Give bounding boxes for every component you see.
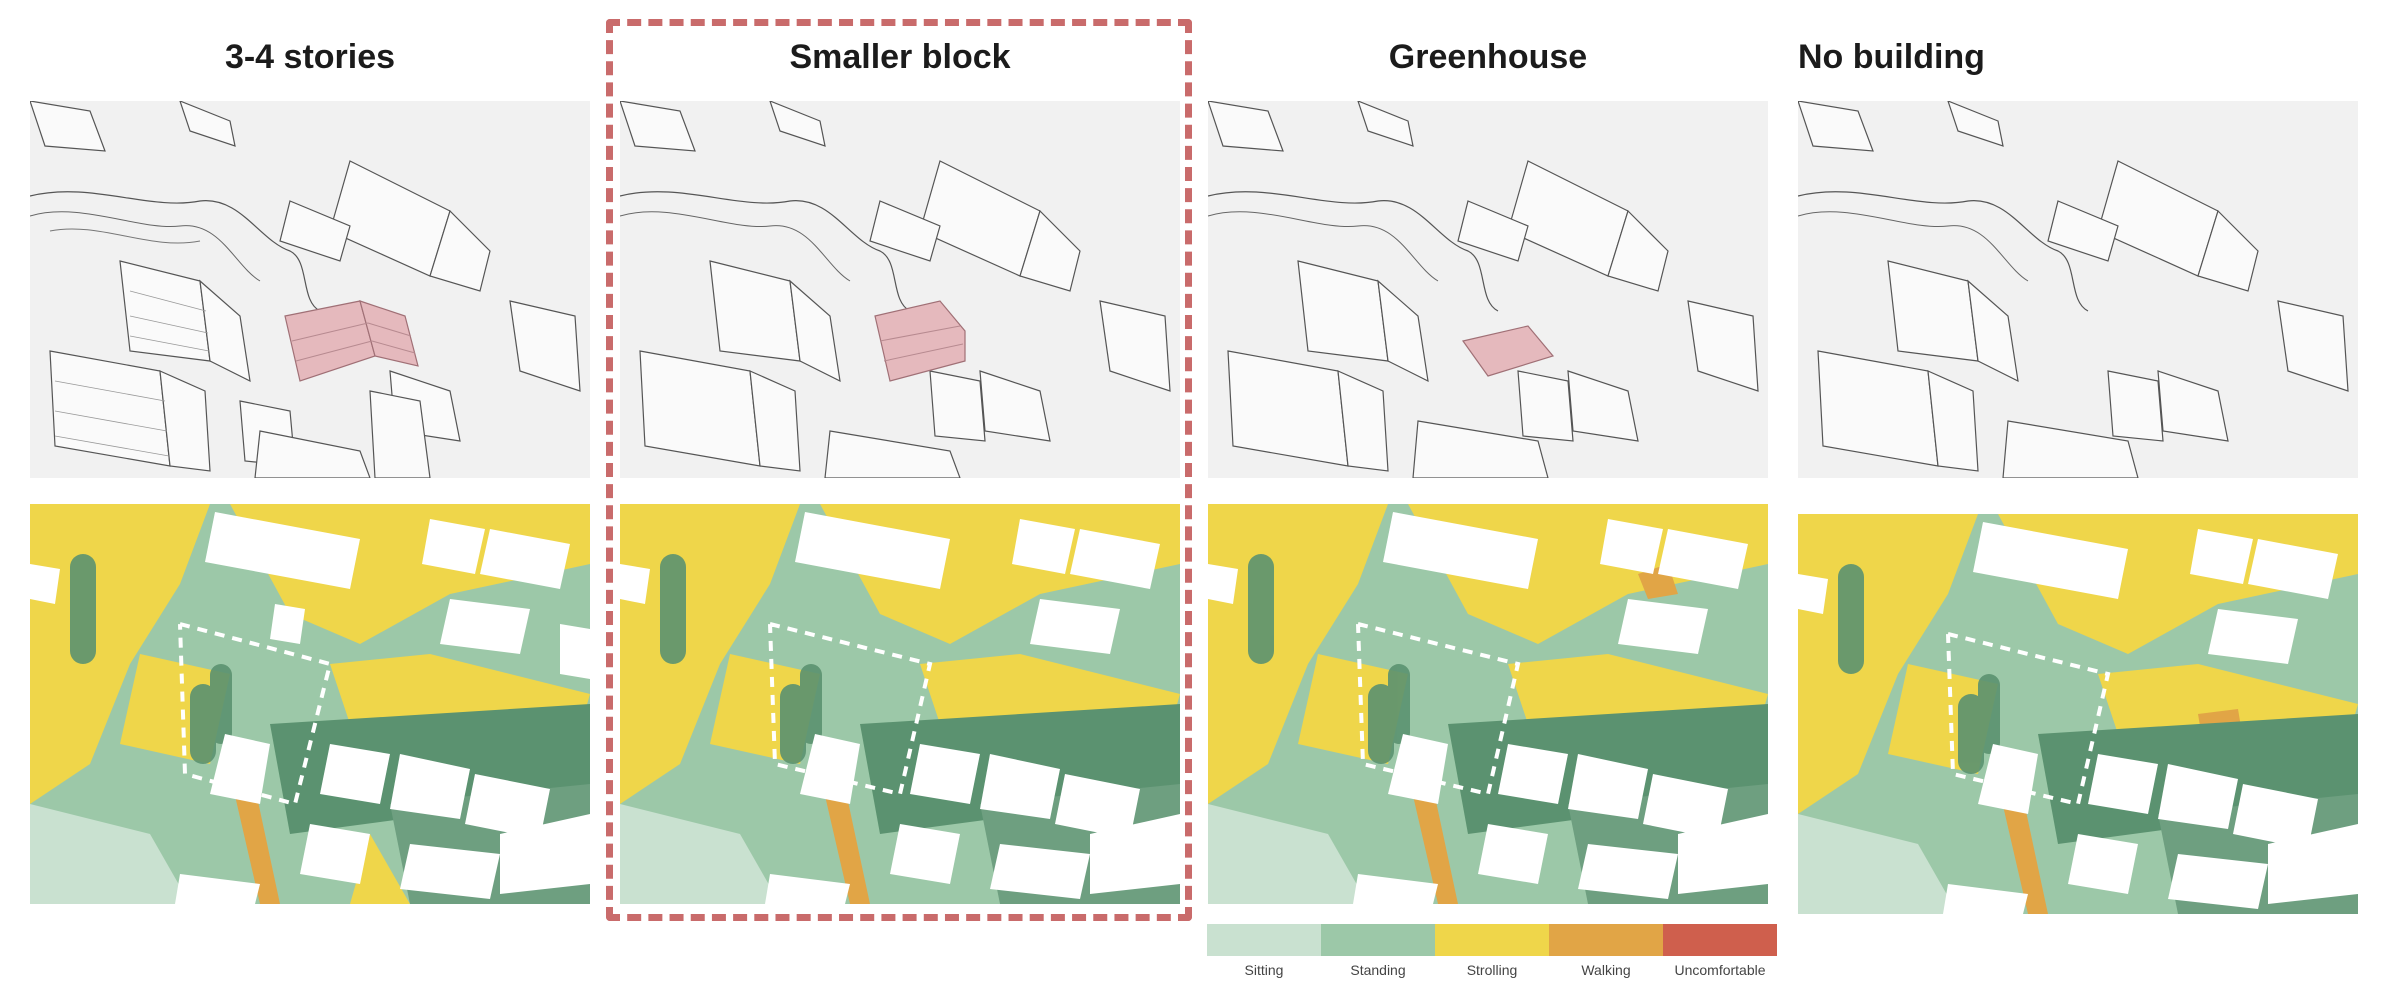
comfort-map	[620, 504, 1180, 904]
legend-label-standing: Standing	[1350, 962, 1406, 978]
legend-label-walking: Walking	[1581, 962, 1631, 978]
legend-swatch-strolling	[1435, 924, 1549, 956]
panel-title: Smaller block	[789, 38, 1011, 76]
panel-smaller-block: Smaller block	[620, 0, 1180, 995]
legend-swatch-sitting	[1207, 924, 1321, 956]
iso-view	[620, 101, 1180, 478]
iso-view	[1798, 101, 2358, 478]
panel-title: No building	[1798, 38, 1985, 76]
panel-title: Greenhouse	[1388, 38, 1588, 76]
legend-label-sitting: Sitting	[1244, 962, 1284, 978]
iso-view	[1208, 101, 1768, 478]
panel-greenhouse: Greenhouse	[1208, 0, 1768, 995]
comfort-map	[30, 504, 590, 904]
comfort-map	[1798, 514, 2358, 914]
legend-label-uncomfortable: Uncomfortable	[1674, 962, 1766, 978]
legend-swatch-standing	[1321, 924, 1435, 956]
legend-label-strolling: Strolling	[1466, 962, 1518, 978]
panel-no-building: No building	[1798, 0, 2358, 995]
comfort-map	[1208, 504, 1768, 904]
panel-3-4-stories: 3-4 stories	[30, 0, 590, 995]
comfort-legend: Sitting Standing Strolling Walking Uncom…	[1207, 924, 1777, 984]
iso-view	[30, 101, 590, 478]
selected-option-highlight	[606, 19, 1192, 921]
legend-swatch-walking	[1549, 924, 1663, 956]
legend-swatch-uncomfortable	[1663, 924, 1777, 956]
panel-title: 3-4 stories	[224, 38, 396, 76]
